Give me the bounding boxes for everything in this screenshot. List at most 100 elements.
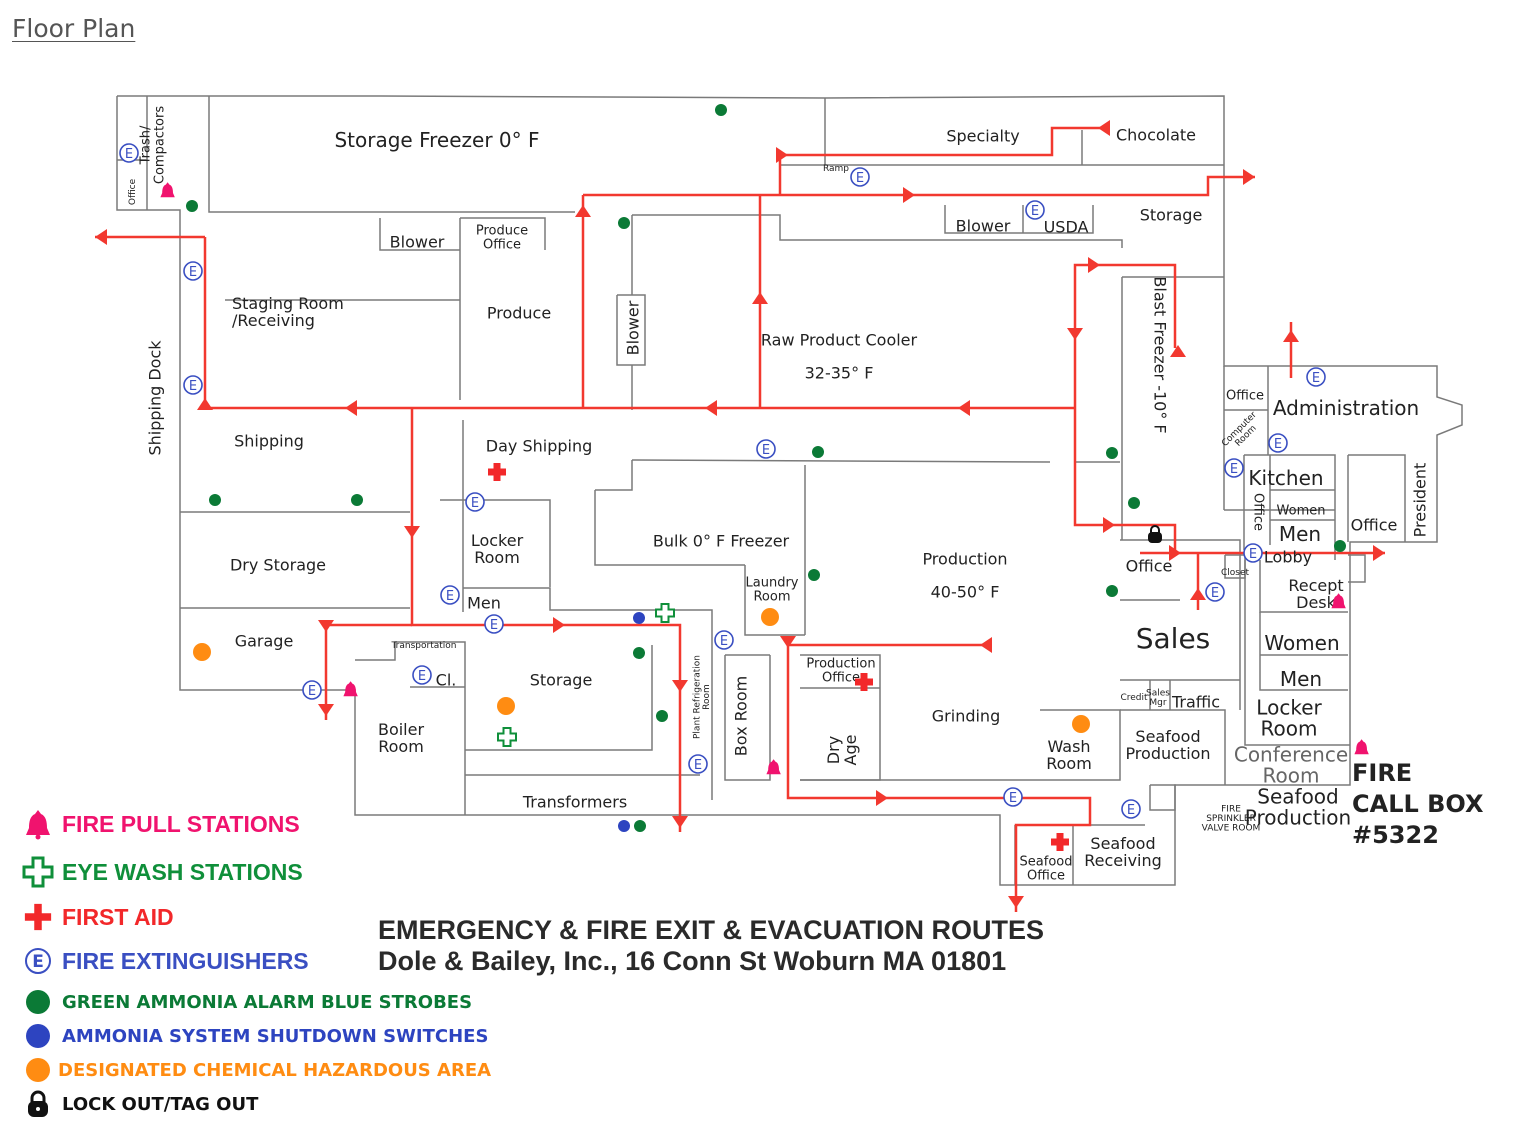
wall-segment — [379, 218, 460, 251]
legend-label: DESIGNATED CHEMICAL HAZARDOUS AREA — [58, 1059, 492, 1081]
shutdown-switch-icon[interactable] — [633, 612, 645, 624]
fire-extinguisher-icon[interactable]: E — [1121, 799, 1141, 819]
fire-extinguisher-icon[interactable]: E — [183, 375, 203, 395]
fire-extinguisher-icon[interactable]: E — [183, 261, 203, 281]
ammonia-alarm-icon[interactable] — [715, 104, 727, 116]
bell-icon — [22, 808, 54, 840]
room-label-text: Cl. — [436, 671, 457, 690]
page-title[interactable]: Floor Plan — [12, 14, 136, 43]
room-label: Women — [1264, 631, 1339, 655]
room-label-text: Men — [1280, 667, 1322, 691]
room-label: Chocolate — [1116, 126, 1196, 145]
wall-segment — [1244, 454, 1336, 560]
room-label-text: Dry — [824, 736, 843, 764]
ammonia-alarm-icon[interactable] — [812, 446, 824, 458]
room-label-text: 40-50° F — [931, 583, 1000, 602]
route-arrow — [95, 229, 107, 245]
fire-extinguisher-icon[interactable]: E — [1243, 543, 1263, 563]
fire-extinguisher-icon[interactable]: E — [1205, 582, 1225, 602]
route-arrow — [1088, 257, 1100, 273]
route-arrow — [780, 636, 796, 648]
fire-extinguisher-icon[interactable]: E — [1306, 367, 1326, 387]
ammonia-alarm-icon[interactable] — [186, 200, 198, 212]
room-label: Staging Room/Receiving — [232, 294, 344, 330]
ammonia-alarm-icon[interactable] — [1334, 540, 1346, 552]
fire-extinguisher-icon[interactable]: E — [850, 167, 870, 187]
fire-extinguisher-icon[interactable]: E — [302, 680, 322, 700]
fire-extinguisher-icon[interactable]: E — [484, 614, 504, 634]
room-label: Produce — [487, 304, 551, 323]
fire-extinguisher-icon[interactable]: E — [756, 439, 776, 459]
fire-extinguisher-icon[interactable]: E — [465, 492, 485, 512]
room-label: Traffic — [1171, 693, 1220, 712]
ammonia-alarm-icon[interactable] — [656, 710, 668, 722]
plan-title-block: EMERGENCY & FIRE EXIT & EVACUATION ROUTE… — [378, 915, 1044, 977]
fire-extinguisher-icon[interactable]: E — [688, 754, 708, 774]
route-arrow — [1170, 345, 1186, 357]
walls — [116, 95, 1463, 886]
hazard-area-icon[interactable] — [193, 643, 211, 661]
room-label-text: Lobby — [1264, 548, 1312, 567]
fire-extinguisher-icon[interactable]: E — [1224, 458, 1244, 478]
eye-wash-station-icon[interactable] — [655, 603, 675, 623]
route-arrow — [1067, 328, 1083, 340]
first-aid-icon[interactable] — [855, 673, 873, 691]
first-aid-icon[interactable] — [488, 463, 506, 481]
room-label-text: Production — [1245, 806, 1351, 830]
wall-segment — [1149, 784, 1176, 811]
svg-text:E: E — [1127, 803, 1135, 818]
fire-extinguisher-icon[interactable]: E — [1268, 433, 1288, 453]
ammonia-alarm-icon[interactable] — [1106, 447, 1118, 459]
svg-text:E: E — [32, 952, 44, 972]
room-label: Office — [1250, 493, 1265, 531]
route-arrow — [776, 147, 788, 163]
room-label-text: Blower — [390, 233, 445, 252]
wall-segment — [460, 217, 546, 250]
hazard-area-icon[interactable] — [497, 697, 515, 715]
room-label-text: SPRINKLER — [1206, 814, 1256, 824]
ammonia-alarm-icon[interactable] — [618, 217, 630, 229]
room-label-text: Produce — [476, 224, 528, 239]
ammonia-alarm-icon[interactable] — [1106, 585, 1118, 597]
hazard-area-icon[interactable] — [1072, 715, 1090, 733]
svg-text:E: E — [189, 379, 197, 394]
ammonia-alarm-icon[interactable] — [634, 820, 646, 832]
fire-pull-station-icon[interactable] — [1354, 739, 1369, 755]
fire-pull-station-icon[interactable] — [160, 182, 175, 198]
ammonia-alarm-icon[interactable] — [808, 569, 820, 581]
shutdown-switch-icon[interactable] — [618, 820, 630, 832]
room-label: Storage — [530, 671, 593, 690]
ammonia-alarm-icon[interactable] — [209, 494, 221, 506]
room-label-text: Age — [841, 735, 860, 766]
fire-extinguisher-icon[interactable]: E — [714, 630, 734, 650]
route-line — [583, 175, 1255, 197]
room-label: Production — [922, 550, 1007, 569]
fire-pull-station-icon[interactable] — [1331, 593, 1346, 609]
fire-extinguisher-icon[interactable]: E — [119, 143, 139, 163]
room-label-text: Storage — [1140, 206, 1203, 225]
room-label-text: Seafood — [1020, 855, 1073, 870]
ammonia-alarm-icon[interactable] — [633, 647, 645, 659]
eye-wash-station-icon[interactable] — [497, 727, 517, 747]
route-arrow — [958, 400, 970, 416]
fire-pull-station-icon[interactable] — [766, 759, 781, 775]
fire-extinguisher-icon[interactable]: E — [440, 585, 460, 605]
route-arrow — [1190, 588, 1206, 600]
room-label: Specialty — [946, 127, 1019, 146]
ammonia-alarm-icon[interactable] — [351, 494, 363, 506]
fire-extinguisher-icon[interactable]: E — [1003, 787, 1023, 807]
room-label: Men — [1279, 522, 1321, 546]
route-arrow — [1098, 120, 1110, 136]
ammonia-alarm-icon[interactable] — [1128, 497, 1140, 509]
fire-extinguisher-icon[interactable]: E — [412, 665, 432, 685]
route-arrow — [318, 620, 334, 632]
fire-pull-station-icon[interactable] — [343, 681, 358, 697]
route-arrow — [1008, 896, 1024, 908]
lockout-padlock-icon[interactable] — [1148, 525, 1162, 543]
first-aid-icon[interactable] — [1051, 833, 1069, 851]
hazard-area-icon[interactable] — [761, 608, 779, 626]
fire-extinguisher-icon[interactable]: E — [1025, 200, 1045, 220]
